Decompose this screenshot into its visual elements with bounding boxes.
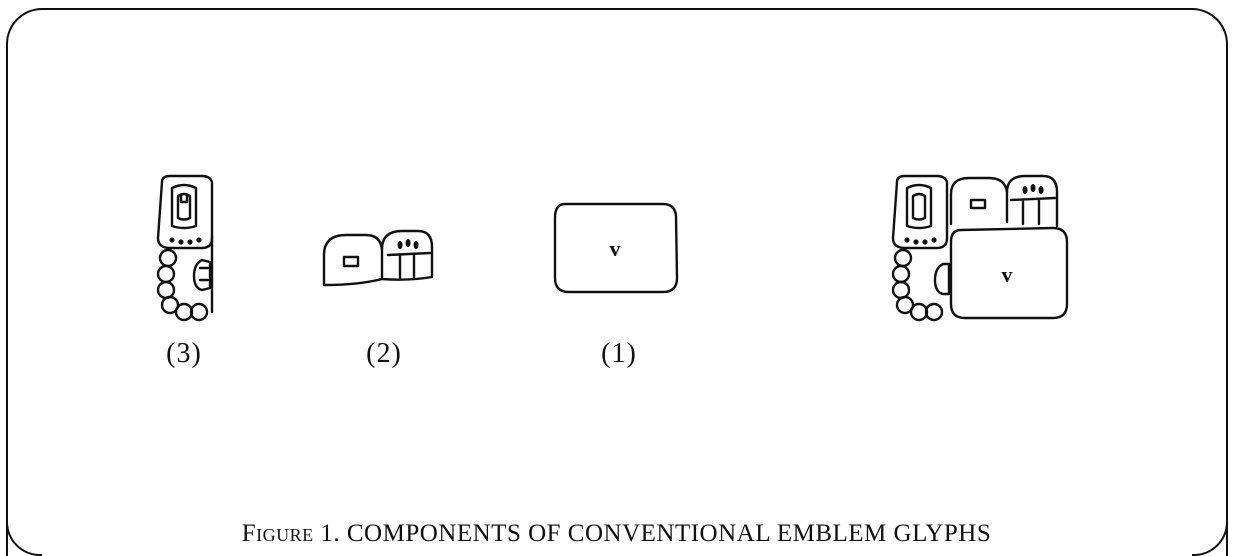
figure-caption: Figure 1. COMPONENTS OF CONVENTIONAL EMB… bbox=[0, 520, 1233, 548]
figure-frame bbox=[6, 8, 1228, 556]
water-group-prefix-glyph bbox=[156, 174, 214, 322]
superfix-glyph bbox=[322, 229, 434, 287]
label-component-3: (3) bbox=[166, 338, 202, 369]
combined-main-sign-letter: v bbox=[1002, 262, 1013, 287]
figure-caption-text: COMPONENTS OF CONVENTIONAL EMBLEM GLYPHS bbox=[346, 520, 992, 547]
main-sign-glyph: v bbox=[553, 202, 679, 294]
label-component-1: (1) bbox=[601, 338, 637, 369]
label-component-2: (2) bbox=[366, 338, 402, 369]
main-sign-letter: v bbox=[610, 236, 621, 261]
combined-emblem-glyph: v bbox=[891, 174, 1069, 322]
figure-caption-prefix: Figure 1. bbox=[241, 520, 341, 547]
